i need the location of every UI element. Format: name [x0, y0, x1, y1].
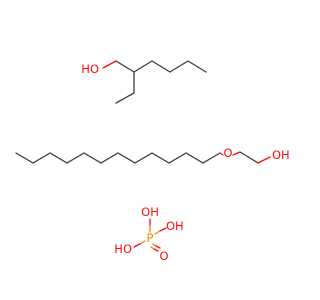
bond-chain-ether-o — [219, 152, 224, 156]
bond-c-hydroxyl — [257, 156, 271, 164]
ether-oxygen-label: O — [223, 146, 232, 160]
bond-c3-c4 — [151, 60, 171, 73]
hydroxyl-top-label: OH — [141, 205, 159, 219]
hydroxyl-label: HO — [81, 62, 99, 76]
bond-c-c — [239, 151, 259, 164]
phosphorus-label: P — [147, 231, 154, 245]
bond-c2-c3 — [133, 60, 153, 73]
bond-c1-c2 — [115, 60, 135, 73]
bond-c4-c5 — [169, 60, 189, 73]
hydroxyl-left-label: HO — [114, 242, 132, 256]
molecule-phosphoric-acid: OH OH HO P O — [114, 205, 183, 263]
bond-ethyl1-ethyl2 — [115, 92, 135, 104]
bond-oh-left — [133, 243, 141, 248]
hydroxyl-label-2: OH — [272, 148, 290, 162]
bond-p-oh-right — [154, 230, 161, 235]
bond-o-double-a — [155, 245, 161, 249]
molecule-tetradecyloxyethanol: O OH — [15, 146, 290, 164]
molecule-ethylhexanol: HO — [81, 60, 207, 104]
bond-ether-o-c — [232, 151, 241, 156]
chemical-structure-drawing: HO O OH OH OH HO P O — [15, 60, 290, 263]
bond-p-oh-left — [139, 240, 146, 245]
bond-o-double-b — [153, 248, 159, 252]
bond-oh-right — [159, 227, 167, 232]
bond-c5-c6 — [187, 60, 207, 73]
oxo-oxygen-label: O — [159, 249, 168, 263]
bond-o-c1 — [102, 60, 117, 69]
alkyl-chain — [15, 152, 221, 164]
hydroxyl-right-label: OH — [166, 219, 184, 233]
